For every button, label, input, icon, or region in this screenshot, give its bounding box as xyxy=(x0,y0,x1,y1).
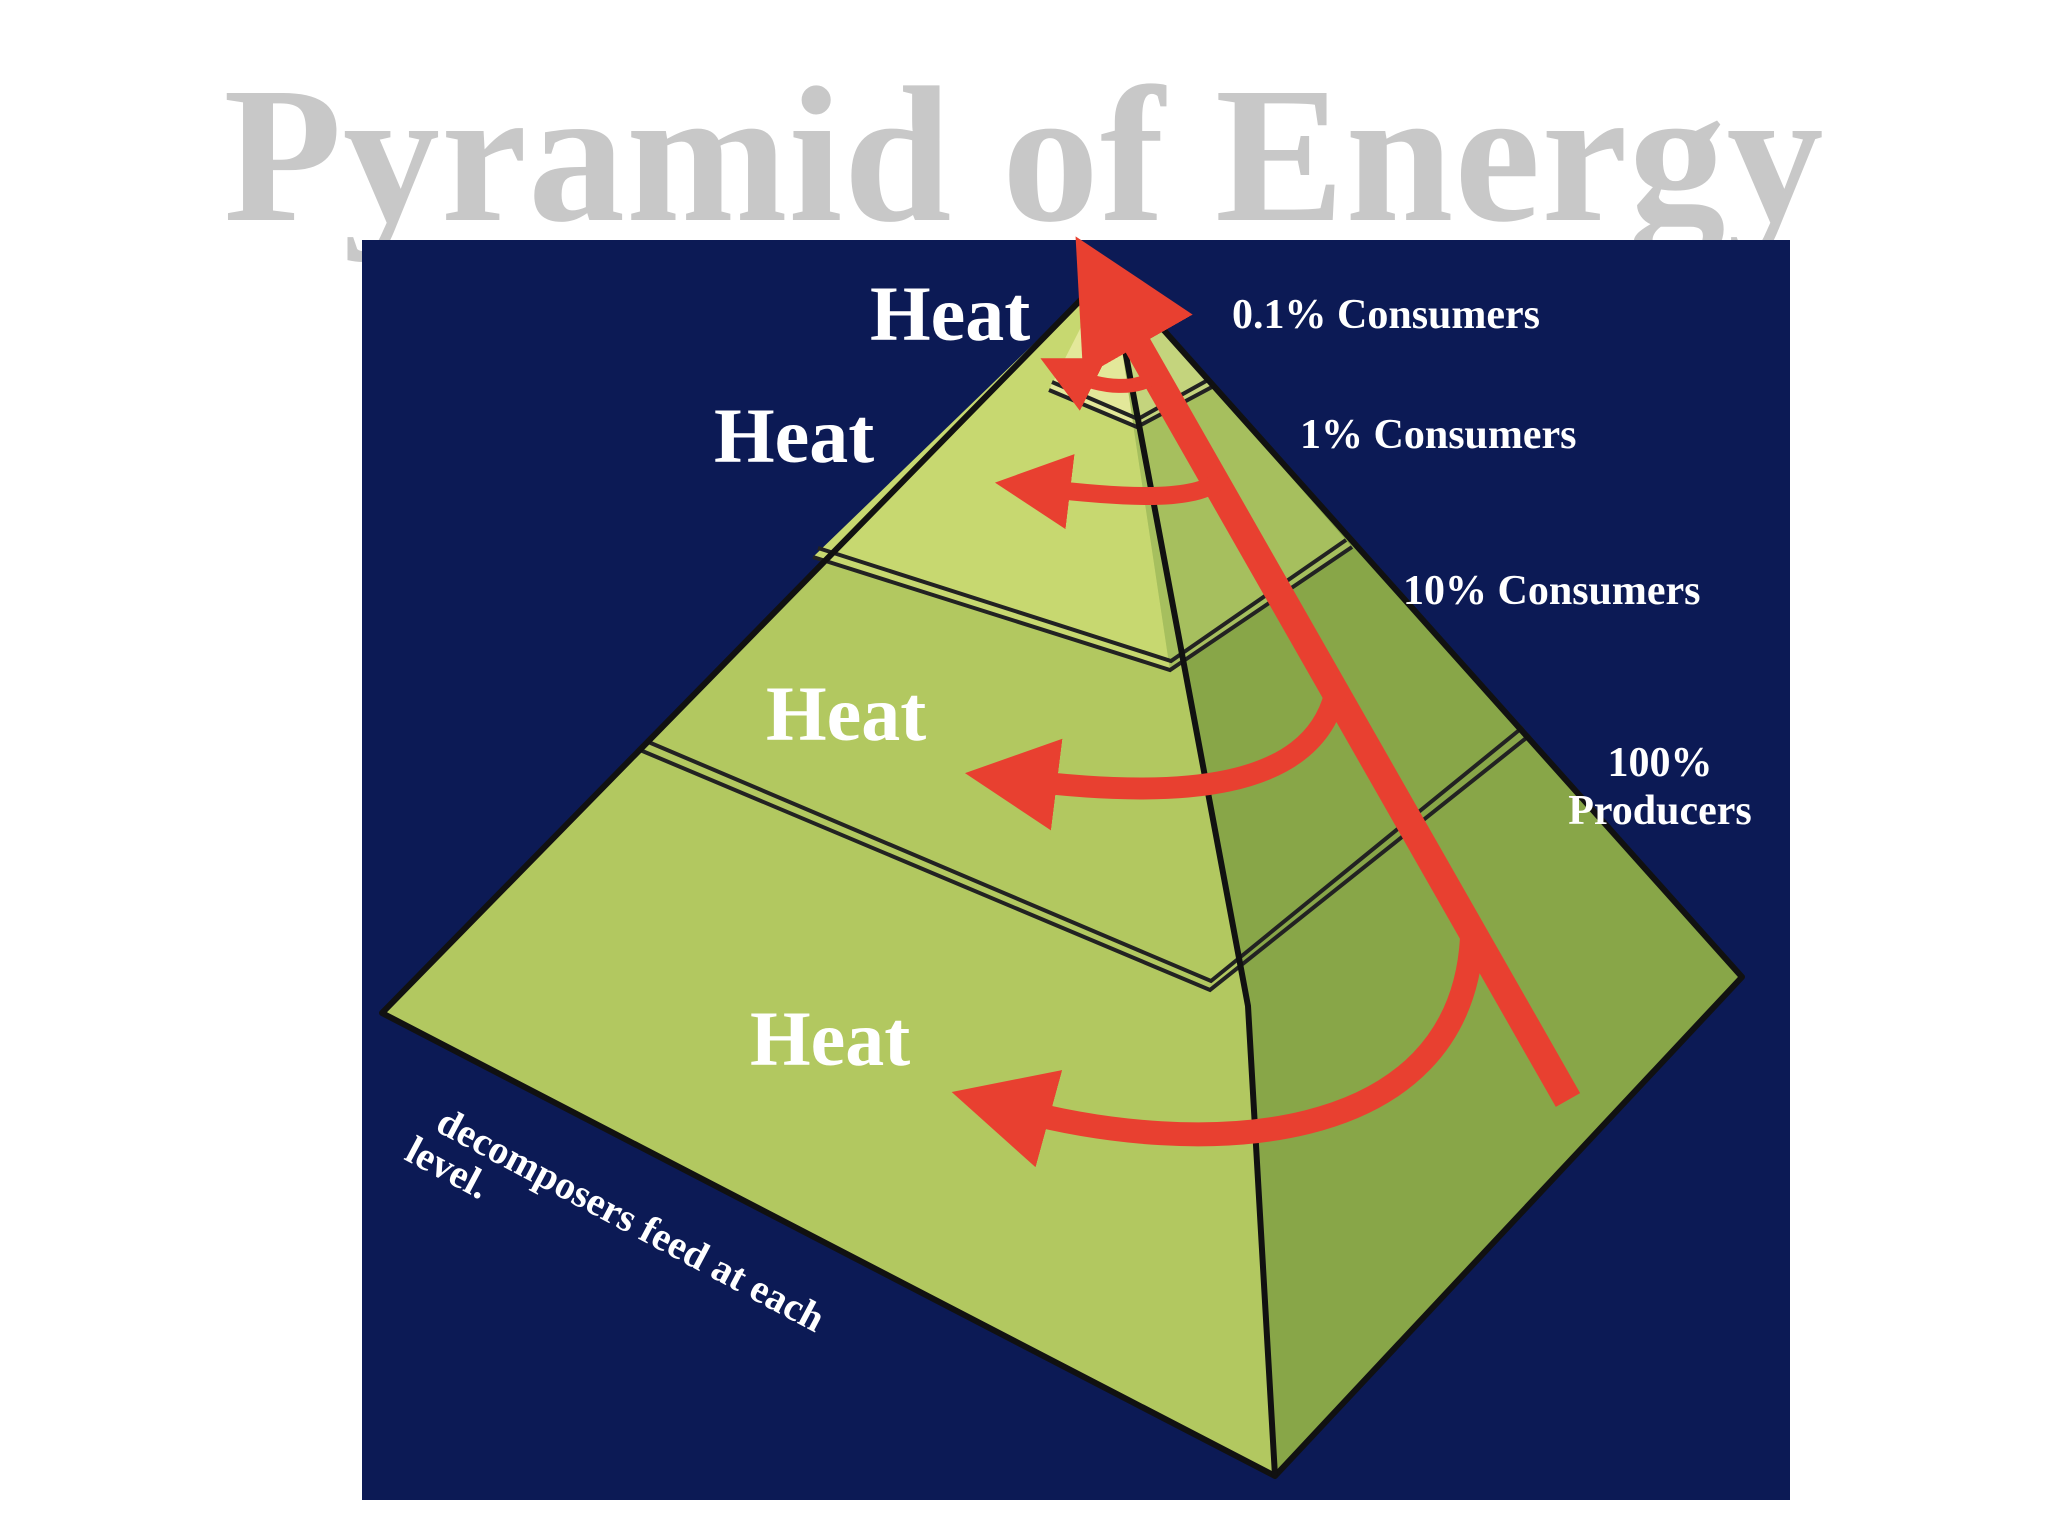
energy-arrows xyxy=(951,236,1581,1168)
heat-loss-arrow-1 xyxy=(951,937,1484,1168)
level-label-1-percent: 1% Consumers xyxy=(1300,412,1577,458)
level-label-100-percent: 100% xyxy=(1608,740,1713,786)
heat-label-upper: Heat xyxy=(714,392,874,479)
heat-label-top: Heat xyxy=(870,270,1030,357)
heat-label-bottom: Heat xyxy=(750,995,910,1082)
pyramid-ridge xyxy=(1107,269,1278,1477)
level-labels: 0.1% Consumers 1% Consumers 10% Consumer… xyxy=(1232,292,1752,834)
page-title: Pyramid of Energy xyxy=(223,47,1825,262)
level-label-10-percent: 10% Consumers xyxy=(1403,568,1701,614)
heat-labels: Heat Heat Heat Heat xyxy=(714,270,1030,1082)
heat-loss-arrow-3 xyxy=(994,454,1229,530)
heat-loss-arrow-4 xyxy=(1040,358,1164,411)
level-label-0-1-percent: 0.1% Consumers xyxy=(1232,292,1540,338)
heat-label-middle: Heat xyxy=(766,670,926,757)
level-label-producers: Producers xyxy=(1568,788,1752,834)
heat-loss-arrow-2 xyxy=(964,691,1346,831)
